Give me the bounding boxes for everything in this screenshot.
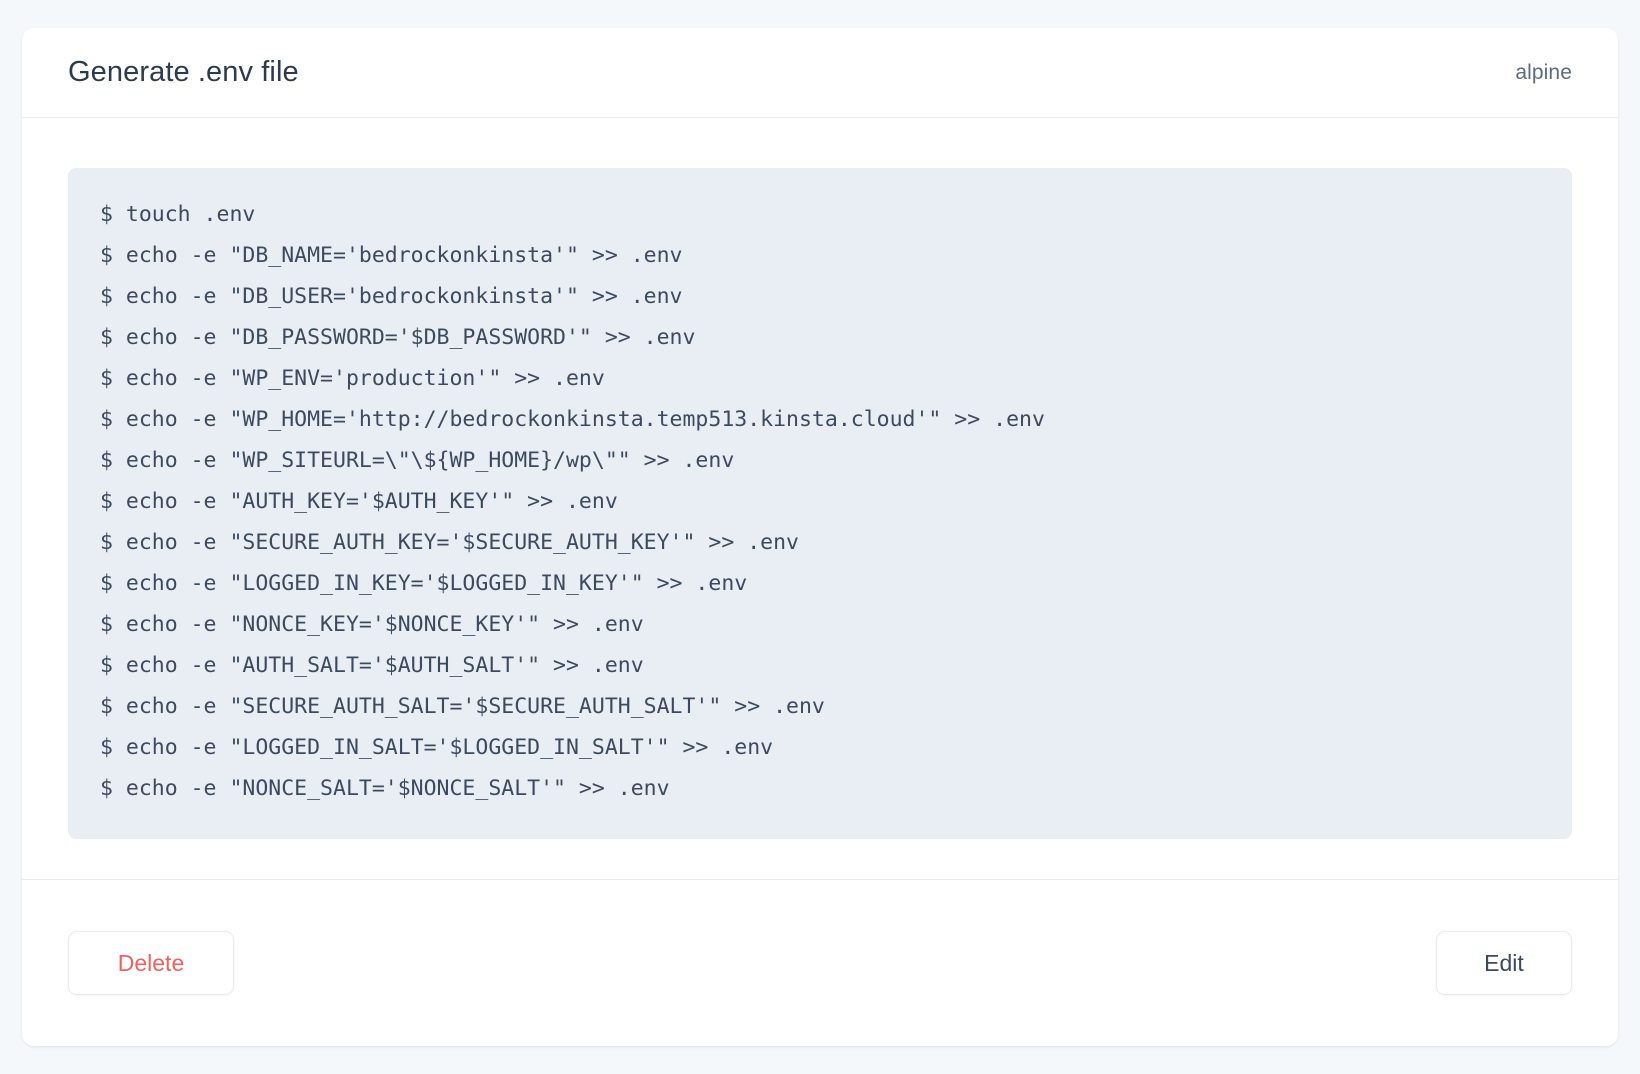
code-line: $ touch .env: [100, 202, 256, 227]
code-line: $ echo -e "SECURE_AUTH_SALT='$SECURE_AUT…: [100, 694, 825, 719]
code-line: $ echo -e "NONCE_KEY='$NONCE_KEY'" >> .e…: [100, 612, 644, 637]
command-code-block: $ touch .env $ echo -e "DB_NAME='bedrocko…: [68, 168, 1572, 839]
card-footer: Delete Edit: [22, 879, 1618, 1046]
card-header: Generate .env file alpine: [22, 28, 1618, 118]
code-line: $ echo -e "DB_PASSWORD='$DB_PASSWORD'" >…: [100, 325, 696, 350]
environment-tag: alpine: [1515, 60, 1572, 84]
code-line: $ echo -e "SECURE_AUTH_KEY='$SECURE_AUTH…: [100, 530, 799, 555]
code-line: $ echo -e "LOGGED_IN_KEY='$LOGGED_IN_KEY…: [100, 571, 748, 596]
code-line: $ echo -e "WP_SITEURL=\"\${WP_HOME}/wp\"…: [100, 448, 735, 473]
code-line: $ echo -e "DB_USER='bedrockonkinsta'" >>…: [100, 284, 683, 309]
code-line: $ echo -e "NONCE_SALT='$NONCE_SALT'" >> …: [100, 776, 670, 801]
code-line: $ echo -e "WP_ENV='production'" >> .env: [100, 366, 605, 391]
card-body: $ touch .env $ echo -e "DB_NAME='bedrocko…: [22, 118, 1618, 879]
page-title: Generate .env file: [68, 56, 299, 88]
code-line: $ echo -e "AUTH_SALT='$AUTH_SALT'" >> .e…: [100, 653, 644, 678]
code-line: $ echo -e "AUTH_KEY='$AUTH_KEY'" >> .env: [100, 489, 618, 514]
code-line: $ echo -e "DB_NAME='bedrockonkinsta'" >>…: [100, 243, 683, 268]
env-generator-card: Generate .env file alpine $ touch .env$ …: [22, 28, 1618, 1046]
edit-button[interactable]: Edit: [1436, 931, 1572, 995]
code-line: $ echo -e "WP_HOME='http://bedrockonkins…: [100, 407, 1045, 432]
code-line: $ echo -e "LOGGED_IN_SALT='$LOGGED_IN_SA…: [100, 735, 774, 760]
delete-button[interactable]: Delete: [68, 931, 234, 995]
